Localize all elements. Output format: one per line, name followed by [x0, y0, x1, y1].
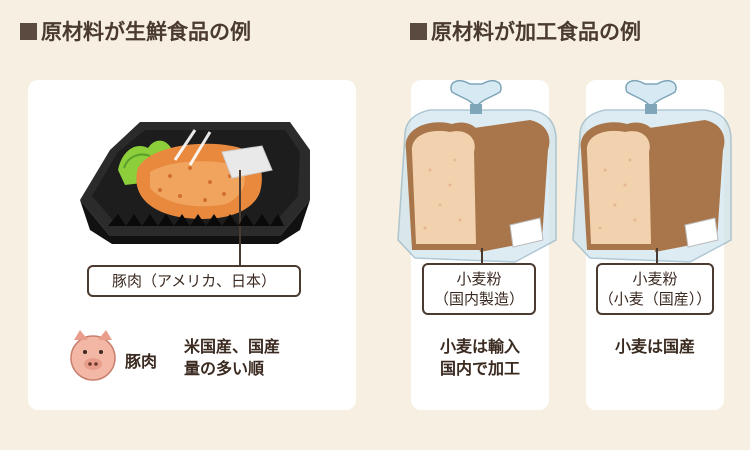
origin-bread1-line1: 小麦は輸入 [439, 337, 520, 356]
label-flour-imported: 小麦粉 （国内製造） [422, 263, 536, 315]
origin-bread2-line1: 小麦は国産 [614, 337, 695, 356]
heading-fresh: 原材料が生鮮食品の例 [20, 16, 251, 46]
origin-bread1-line2: 国内で加工 [439, 359, 520, 378]
origin-bread1-text: 小麦は輸入 国内で加工 [411, 336, 549, 380]
label-flour1-line1: 小麦粉 [456, 270, 502, 288]
square-bullet-icon [20, 22, 37, 40]
pig-icon [70, 330, 116, 381]
heading-processed: 原材料が加工食品の例 [410, 16, 641, 46]
label-flour2-line1: 小麦粉 [632, 270, 678, 288]
label-pork-origin: 豚肉（アメリカ、日本） [87, 265, 301, 297]
label-flour2-line2: （小麦（国産）） [598, 290, 712, 308]
origin-fresh-text: 米国産、国産 量の多い順 [184, 336, 280, 380]
origin-fresh-line2: 量の多い順 [184, 359, 265, 378]
bread-bag-icon-2 [572, 80, 732, 265]
bread-bag-icon-1 [397, 80, 557, 265]
origin-fresh-line1: 米国産、国産 [184, 337, 281, 356]
square-bullet-icon [410, 22, 427, 40]
label-flour-domestic: 小麦粉 （小麦（国産）） [596, 263, 714, 315]
label-pork-text: 豚肉（アメリカ、日本） [112, 272, 276, 290]
heading-fresh-text: 原材料が生鮮食品の例 [41, 20, 251, 44]
label-flour1-line2: （国内製造） [433, 290, 524, 308]
origin-bread2-text: 小麦は国産 [586, 336, 724, 358]
ingredient-pork: 豚肉 [125, 352, 158, 371]
heading-processed-text: 原材料が加工食品の例 [431, 20, 641, 44]
